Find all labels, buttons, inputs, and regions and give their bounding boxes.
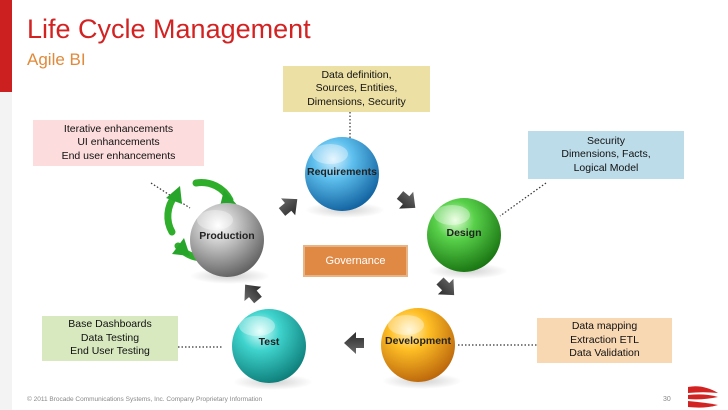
callout-test: Base Dashboards Data Testing End User Te…	[42, 316, 178, 361]
flow-arrows	[244, 191, 455, 354]
arrow-design-to-development	[436, 277, 455, 296]
callout-requirements: Data definition, Sources, Entities, Dime…	[283, 66, 430, 112]
slide-subtitle: Agile BI	[27, 50, 86, 69]
callout-line: Base Dashboards	[68, 318, 152, 331]
arrow-test-to-production	[244, 284, 262, 304]
page-number: 30	[663, 396, 671, 403]
callout-line: Data mapping	[571, 320, 638, 333]
node-label-design: Design	[446, 227, 482, 239]
arrow-requirements-to-design	[396, 191, 416, 209]
callout-line: Data Validation	[569, 347, 640, 360]
callout-line: Logical Model	[573, 161, 639, 174]
slide-title: Life Cycle Management	[27, 14, 311, 44]
callout-line: Extraction ETL	[570, 333, 639, 346]
callout-line: Iterative enhancements	[63, 122, 174, 135]
sphere-production	[190, 203, 270, 284]
node-label-development: Development	[385, 335, 451, 347]
callout-line: Data definition,	[321, 68, 392, 81]
left-accent-red	[0, 0, 12, 92]
footer-copyright: © 2011 Brocade Communications Systems, I…	[27, 396, 263, 403]
sphere-test	[232, 309, 313, 390]
callout-line: End User Testing	[70, 345, 150, 358]
node-label-requirements: Requirements	[306, 166, 378, 178]
connector-production	[150, 182, 191, 209]
callout-production: Iterative enhancements UI enhancements E…	[33, 120, 204, 166]
sphere-requirements	[305, 137, 385, 218]
cycle-arrowhead-left	[166, 186, 182, 204]
arrow-development-to-test	[344, 332, 364, 354]
callout-line: Sources, Entities,	[315, 82, 398, 95]
left-accent-bar	[0, 0, 12, 410]
cycle-arrow-left	[164, 192, 179, 236]
callout-line: Dimensions, Facts,	[561, 148, 651, 161]
sphere-design	[427, 198, 508, 279]
governance-box: Governance	[303, 245, 408, 277]
callout-line: End user enhancements	[61, 149, 176, 162]
node-label-test: Test	[258, 336, 280, 348]
callout-line: UI enhancements	[77, 136, 160, 149]
callout-connectors	[150, 112, 547, 348]
callout-line: Security	[587, 134, 625, 147]
sphere-development	[381, 308, 462, 389]
cycle-arrowhead-top	[220, 190, 238, 206]
node-label-production: Production	[199, 230, 255, 242]
connector-design	[499, 182, 547, 217]
callout-line: Dimensions, Security	[307, 95, 406, 108]
brocade-logo-icon	[688, 386, 718, 408]
callout-line: Data Testing	[80, 331, 140, 344]
cycle-arrowheads	[166, 186, 238, 256]
cycle-arrowhead-bottom	[172, 238, 190, 256]
callout-design: Security Dimensions, Facts, Logical Mode…	[528, 131, 684, 179]
callout-development: Data mapping Extraction ETL Data Validat…	[537, 318, 672, 363]
arrow-production-to-requirements	[278, 198, 298, 216]
